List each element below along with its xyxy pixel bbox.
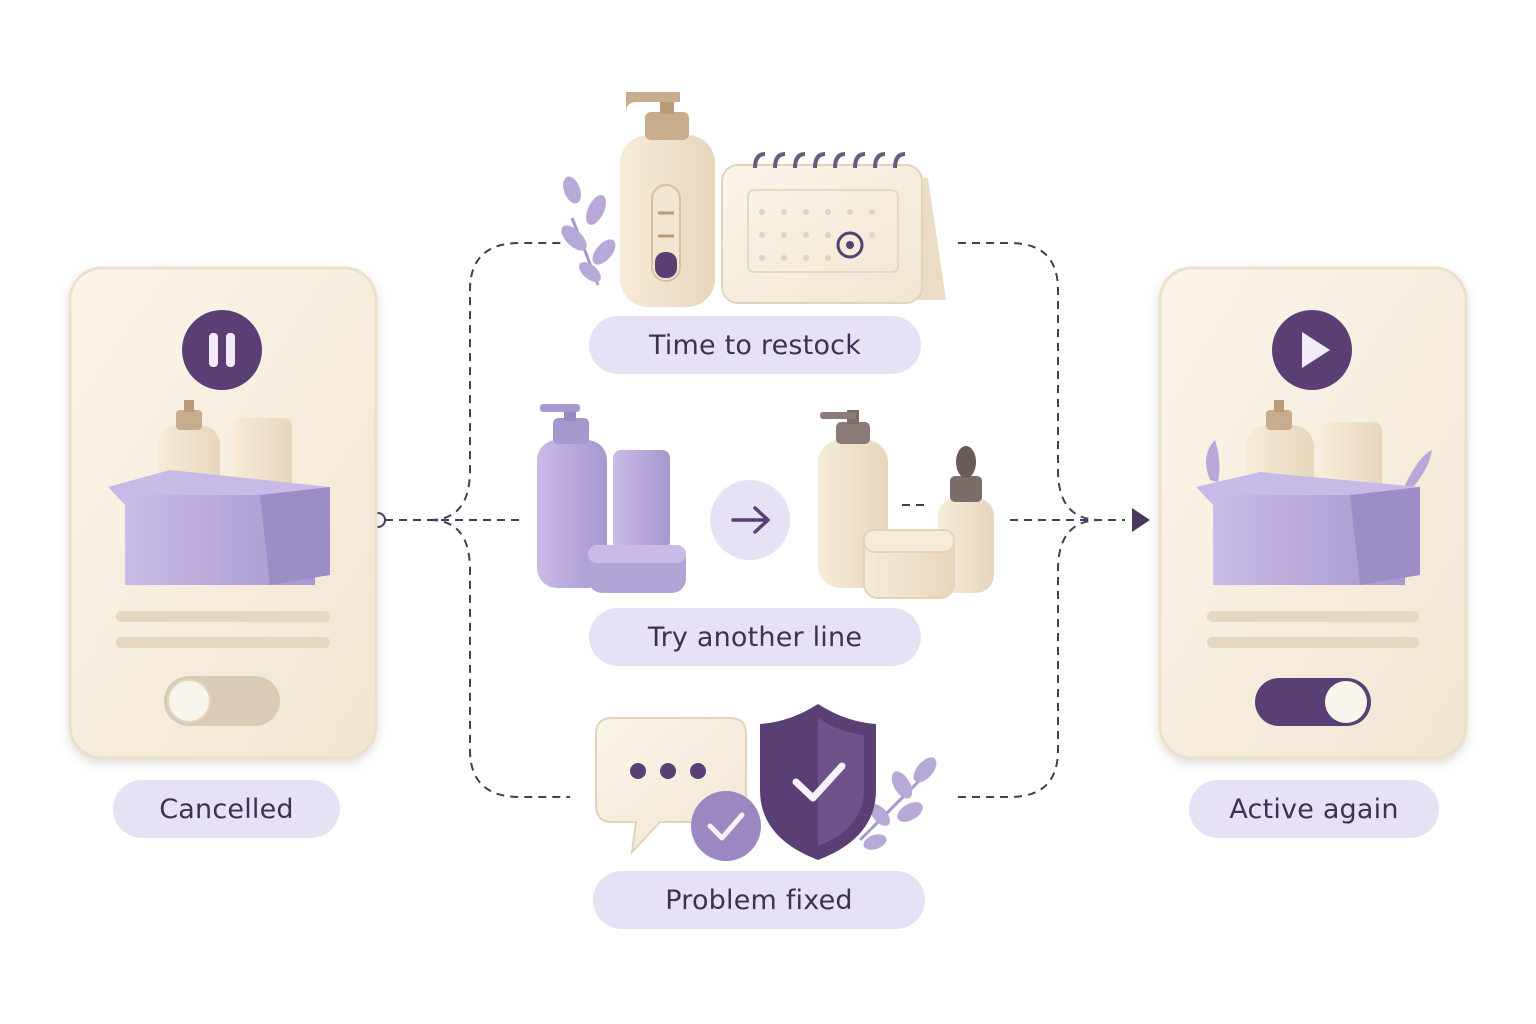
connector-lines (385, 242, 1125, 798)
restock-illustration (561, 92, 946, 307)
problem-fixed-illustration (595, 704, 937, 861)
state-label-cancelled: Cancelled (113, 780, 340, 838)
text-placeholder-line (1207, 611, 1419, 622)
connector-merge-top (958, 242, 1101, 521)
leaf-sprig-icon (561, 176, 616, 286)
text-placeholder-line (116, 637, 330, 648)
calendar-icon (721, 152, 946, 304)
path-label-problem-fixed: Problem fixed (593, 871, 925, 929)
state-label-active: Active again (1189, 780, 1439, 838)
shield-check-icon (760, 704, 876, 860)
connector-branch-bottom (429, 519, 570, 798)
connector-merge-bottom (958, 519, 1101, 798)
pause-icon[interactable] (182, 310, 262, 390)
pump-bottle-icon (620, 92, 715, 307)
subscription-box-icon (1196, 400, 1432, 585)
subscription-box-icon (108, 400, 330, 585)
cancelled-card (68, 266, 378, 760)
text-placeholder-line (116, 611, 330, 622)
arrowhead-icon (1132, 508, 1150, 532)
product-set-icon (537, 404, 686, 593)
text-placeholder-line (1207, 637, 1419, 648)
toggle-off[interactable] (164, 676, 280, 726)
connector-branch-top (429, 242, 565, 521)
active-card (1158, 266, 1468, 760)
path-label-another-line: Try another line (589, 608, 921, 666)
product-set-icon (818, 410, 994, 599)
leaf-sprig-icon (858, 757, 937, 850)
check-badge-icon (691, 791, 761, 861)
another-line-illustration (537, 404, 994, 599)
toggle-on[interactable] (1255, 678, 1371, 726)
path-label-restock: Time to restock (589, 316, 921, 374)
